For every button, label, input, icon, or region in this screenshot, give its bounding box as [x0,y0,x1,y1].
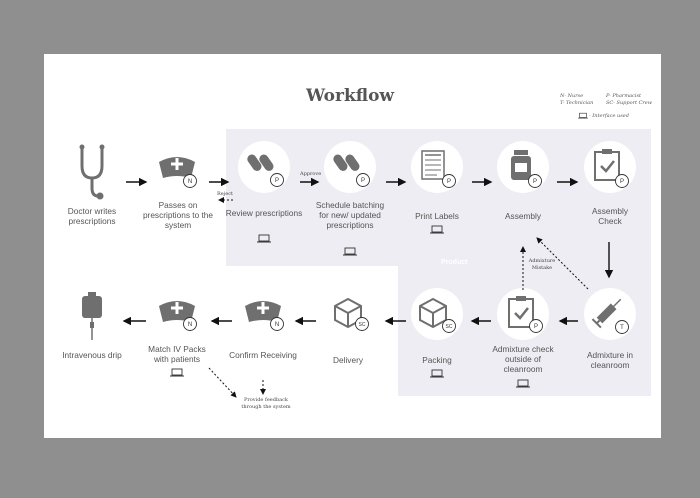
stethoscope-icon [79,144,105,200]
legend-pharmacist: P- Pharmacist [606,93,642,99]
nurse-cap-icon [159,157,195,178]
pills-icon [333,154,360,171]
step-assembly-check: Assembly Check [592,206,628,226]
reject-label: Reject [217,191,234,197]
feedback-arrows [208,197,589,398]
badge-schedule: P [361,178,365,184]
package-box-icon [419,297,447,329]
step-delivery: Delivery [333,355,363,365]
laptop-icon [169,368,185,377]
nurse-cap-icon [245,301,281,322]
laptop-icon [256,234,272,243]
step-admix-check: Admixture check outside of cleanroom [492,344,554,374]
badge-assembly: P [533,179,537,185]
role-badges [183,173,629,334]
step-review: Review prescriptions [225,208,303,218]
laptop-icon [342,247,358,256]
syringe-icon [591,298,622,329]
badge-print: P [447,179,451,185]
admixture-mistake-label: Admixture Mistake [528,258,556,271]
badge-packing: SC [446,324,453,330]
step-match: Match IV Packs with patients [148,344,206,364]
badge-admixture: T [620,325,624,331]
legend-interface: - Interface used [589,113,629,119]
nurse-cap-icon [159,301,195,322]
pills-icon [247,154,274,171]
legend-technician: T- Technician [560,100,594,106]
badge-match: N [188,322,192,328]
laptop-icon [429,225,445,234]
legend-nurse: N- Nurse [560,93,584,99]
badge-review: P [275,178,279,184]
flow-arrows [122,177,614,326]
badge-delivery: SC [359,322,366,328]
zone-label: Product [441,259,468,266]
page-title: Workflow [305,86,395,106]
badge-confirm: N [275,322,279,328]
badge-assembly-check: P [620,179,624,185]
medicine-bottle-icon [511,150,531,180]
step-drip: Intravenous drip [62,350,122,360]
step-schedule: Schedule batching for new/ updated presc… [315,200,385,230]
laptop-icon [515,379,531,388]
step-doctor: Doctor writes prescriptions [67,206,117,226]
badge-passes: N [188,179,192,185]
label-sheet-icon [421,150,445,180]
legend-support: SC- Support Crew [606,100,653,106]
step-passes: Passes on prescriptions to the system [142,200,214,230]
clipboard-check-icon [594,149,620,181]
step-confirm: Confirm Receiving [229,350,297,360]
clipboard-check-icon [508,296,534,328]
step-assembly: Assembly [505,211,541,221]
step-packing: Packing [422,355,452,365]
approve-label: Approve [300,171,322,177]
badge-admix-check: P [534,324,538,330]
iv-bag-icon [82,292,102,340]
legend-laptop-icon [577,112,589,119]
laptop-icon [429,369,445,378]
step-admixture: Admixture in cleanroom [586,350,634,370]
feedback-label: Provide feedback through the system [241,397,291,410]
step-print: Print Labels [415,211,459,221]
